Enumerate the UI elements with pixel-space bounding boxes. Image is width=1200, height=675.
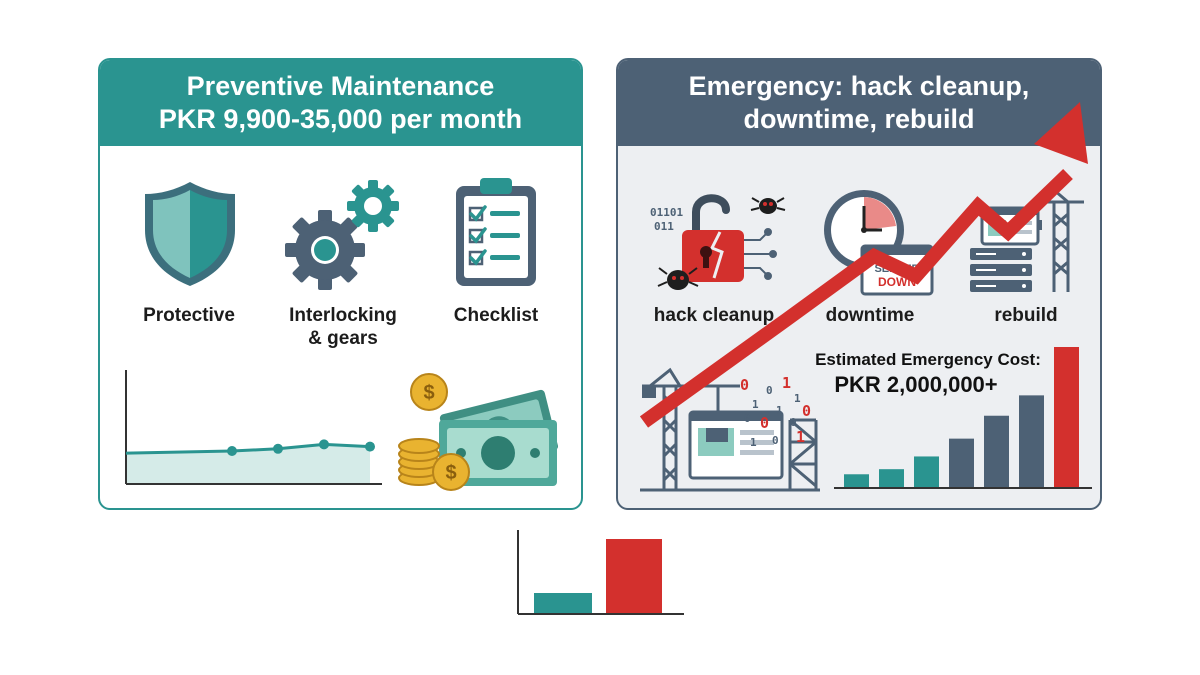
clipboard-checklist-icon	[456, 178, 536, 286]
svg-text:01101: 01101	[650, 206, 683, 219]
checklist-label: Checklist	[453, 305, 539, 326]
rebuild-label: rebuild	[994, 305, 1058, 326]
trend-point-3	[319, 439, 329, 450]
money-icon: $ $	[398, 373, 558, 491]
svg-text:$: $	[423, 382, 434, 404]
dollar-coin-icon	[432, 453, 470, 491]
emergency-header: Emergency: hack cleanup, downtime, rebui…	[618, 60, 1100, 146]
binary-digit: 1	[750, 436, 757, 449]
binary-digit: 0	[744, 412, 751, 425]
emergency-bar-chart	[834, 347, 1092, 489]
binary-digit: 0	[802, 402, 811, 420]
broken-padlock-icon: 01101 011	[650, 194, 786, 290]
emergency-bar-6	[1019, 395, 1044, 487]
binary-digit: 0	[790, 416, 797, 429]
hack-cleanup-label: hack cleanup	[653, 305, 775, 326]
downtime-label: downtime	[825, 305, 915, 326]
comparison-bar-preventive	[534, 593, 592, 613]
binary-digit: 1	[796, 428, 805, 446]
cost-comparison-chart	[517, 530, 684, 615]
rising-cost-arrow	[639, 102, 1088, 428]
binary-digit: 1	[794, 392, 801, 405]
emergency-bar-4	[949, 438, 974, 487]
comparison-bar-emergency	[606, 539, 662, 613]
emergency-bar-3	[914, 456, 939, 487]
emergency-subtitle: downtime, rebuild	[743, 104, 975, 134]
trend-point-2	[273, 443, 283, 454]
binary-digit: 1	[782, 374, 791, 392]
cost-value: PKR 2,000,000+	[834, 372, 998, 397]
trend-area-fill	[126, 444, 370, 484]
arrow-shaft	[639, 168, 1073, 428]
emergency-bar-1	[844, 474, 869, 487]
bug-icon	[657, 267, 699, 290]
protective-label: Protective	[143, 305, 235, 326]
binary-digit: 0	[760, 414, 769, 432]
preventive-title: Preventive Maintenance	[186, 71, 495, 101]
trend-point-4	[365, 441, 375, 452]
preventive-header: Preventive Maintenance PKR 9,900-35,000 …	[100, 60, 581, 146]
emergency-title: Emergency: hack cleanup,	[688, 71, 1030, 101]
emergency-bar-7	[1054, 347, 1079, 487]
arrow-head	[1034, 102, 1088, 164]
svg-text:011: 011	[654, 220, 674, 233]
gears-icon	[285, 180, 399, 290]
emergency-bar-2	[879, 469, 904, 487]
binary-digit: 1	[776, 404, 783, 417]
binary-digit: 0	[766, 384, 773, 397]
emergency-bar-5	[984, 415, 1009, 487]
dollar-coin-icon	[410, 373, 448, 411]
trend-point-1	[227, 446, 237, 456]
svg-text:$: $	[445, 462, 456, 484]
shield-icon	[145, 182, 235, 286]
binary-digit: 1	[752, 398, 759, 411]
binary-digit: 0	[772, 434, 779, 447]
gears-label: Interlocking & gears	[289, 305, 397, 349]
preventive-price: PKR 9,900-35,000 per month	[158, 104, 523, 134]
rebuild-construction-icon	[640, 367, 820, 492]
server-crane-icon	[970, 187, 1084, 292]
preventive-trend-chart	[125, 370, 382, 485]
bug-icon	[750, 197, 786, 214]
emergency-panel: Emergency: hack cleanup, downtime, rebui…	[616, 58, 1102, 510]
binary-digit: 0	[740, 376, 749, 394]
preventive-maintenance-panel: Preventive Maintenance PKR 9,900-35,000 …	[98, 58, 583, 510]
cost-label: Estimated Emergency Cost:	[815, 350, 1041, 369]
